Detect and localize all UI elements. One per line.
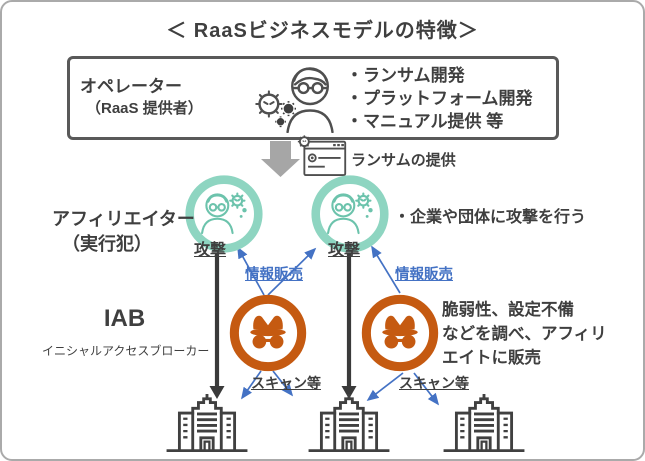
iab-note-line: エイトに販売 xyxy=(442,349,541,367)
scan-label-right: スキャン等 xyxy=(399,375,469,391)
operator-bullet: ・マニュアル提供 等 xyxy=(346,112,504,131)
info-sale-label-left: 情報販売 xyxy=(245,267,303,283)
affiliator-note: ・企業や団体に攻撃を行う xyxy=(394,209,587,226)
iab-note: 脆弱性、設定不備 などを調べ、アフィリ エイトに販売 xyxy=(442,298,607,370)
operator-bullet-list: ・ランサム開発 ・プラットフォーム開発 ・マニュアル提供 等 xyxy=(346,64,533,133)
building-icon xyxy=(165,394,249,453)
iab-spy-icon xyxy=(360,293,440,373)
iab-name: IAB xyxy=(103,305,146,332)
attack-label-left: 攻撃 xyxy=(194,242,227,259)
info-sale-label-right: 情報販売 xyxy=(395,267,453,283)
operator-bullet: ・ランサム開発 xyxy=(346,66,465,85)
attack-label-right: 攻撃 xyxy=(328,242,361,259)
affiliator-name: アフィリエイター xyxy=(52,209,195,229)
info-sale-arrows xyxy=(237,245,401,296)
ransomware-window-icon xyxy=(297,135,347,176)
ransom-delivery-label: ランサムの提供 xyxy=(351,152,456,169)
iab-note-line: などを調べ、アフィリ xyxy=(442,325,607,343)
scan-arrows xyxy=(241,370,440,406)
affiliator-subtitle: （実行犯） xyxy=(62,234,152,254)
operator-subtitle: （RaaS 提供者） xyxy=(86,100,203,117)
building-icon xyxy=(442,394,526,453)
operator-person-icon xyxy=(255,67,334,133)
iab-subtitle: イニシャルアクセスブローカー xyxy=(42,344,210,358)
operator-bullet: ・プラットフォーム開発 xyxy=(346,89,533,108)
scan-label-left: スキャン等 xyxy=(251,375,321,391)
iab-note-line: 脆弱性、設定不備 xyxy=(442,301,574,319)
attack-arrow-right xyxy=(341,253,357,399)
building-icon xyxy=(307,394,391,453)
down-block-arrow-icon xyxy=(261,141,300,177)
iab-spy-icon xyxy=(228,293,308,373)
attack-arrow-left xyxy=(209,253,225,399)
page-title: ＜ RaaSビジネスモデルの特徴＞ xyxy=(166,20,479,42)
operator-name: オペレーター xyxy=(80,77,182,96)
